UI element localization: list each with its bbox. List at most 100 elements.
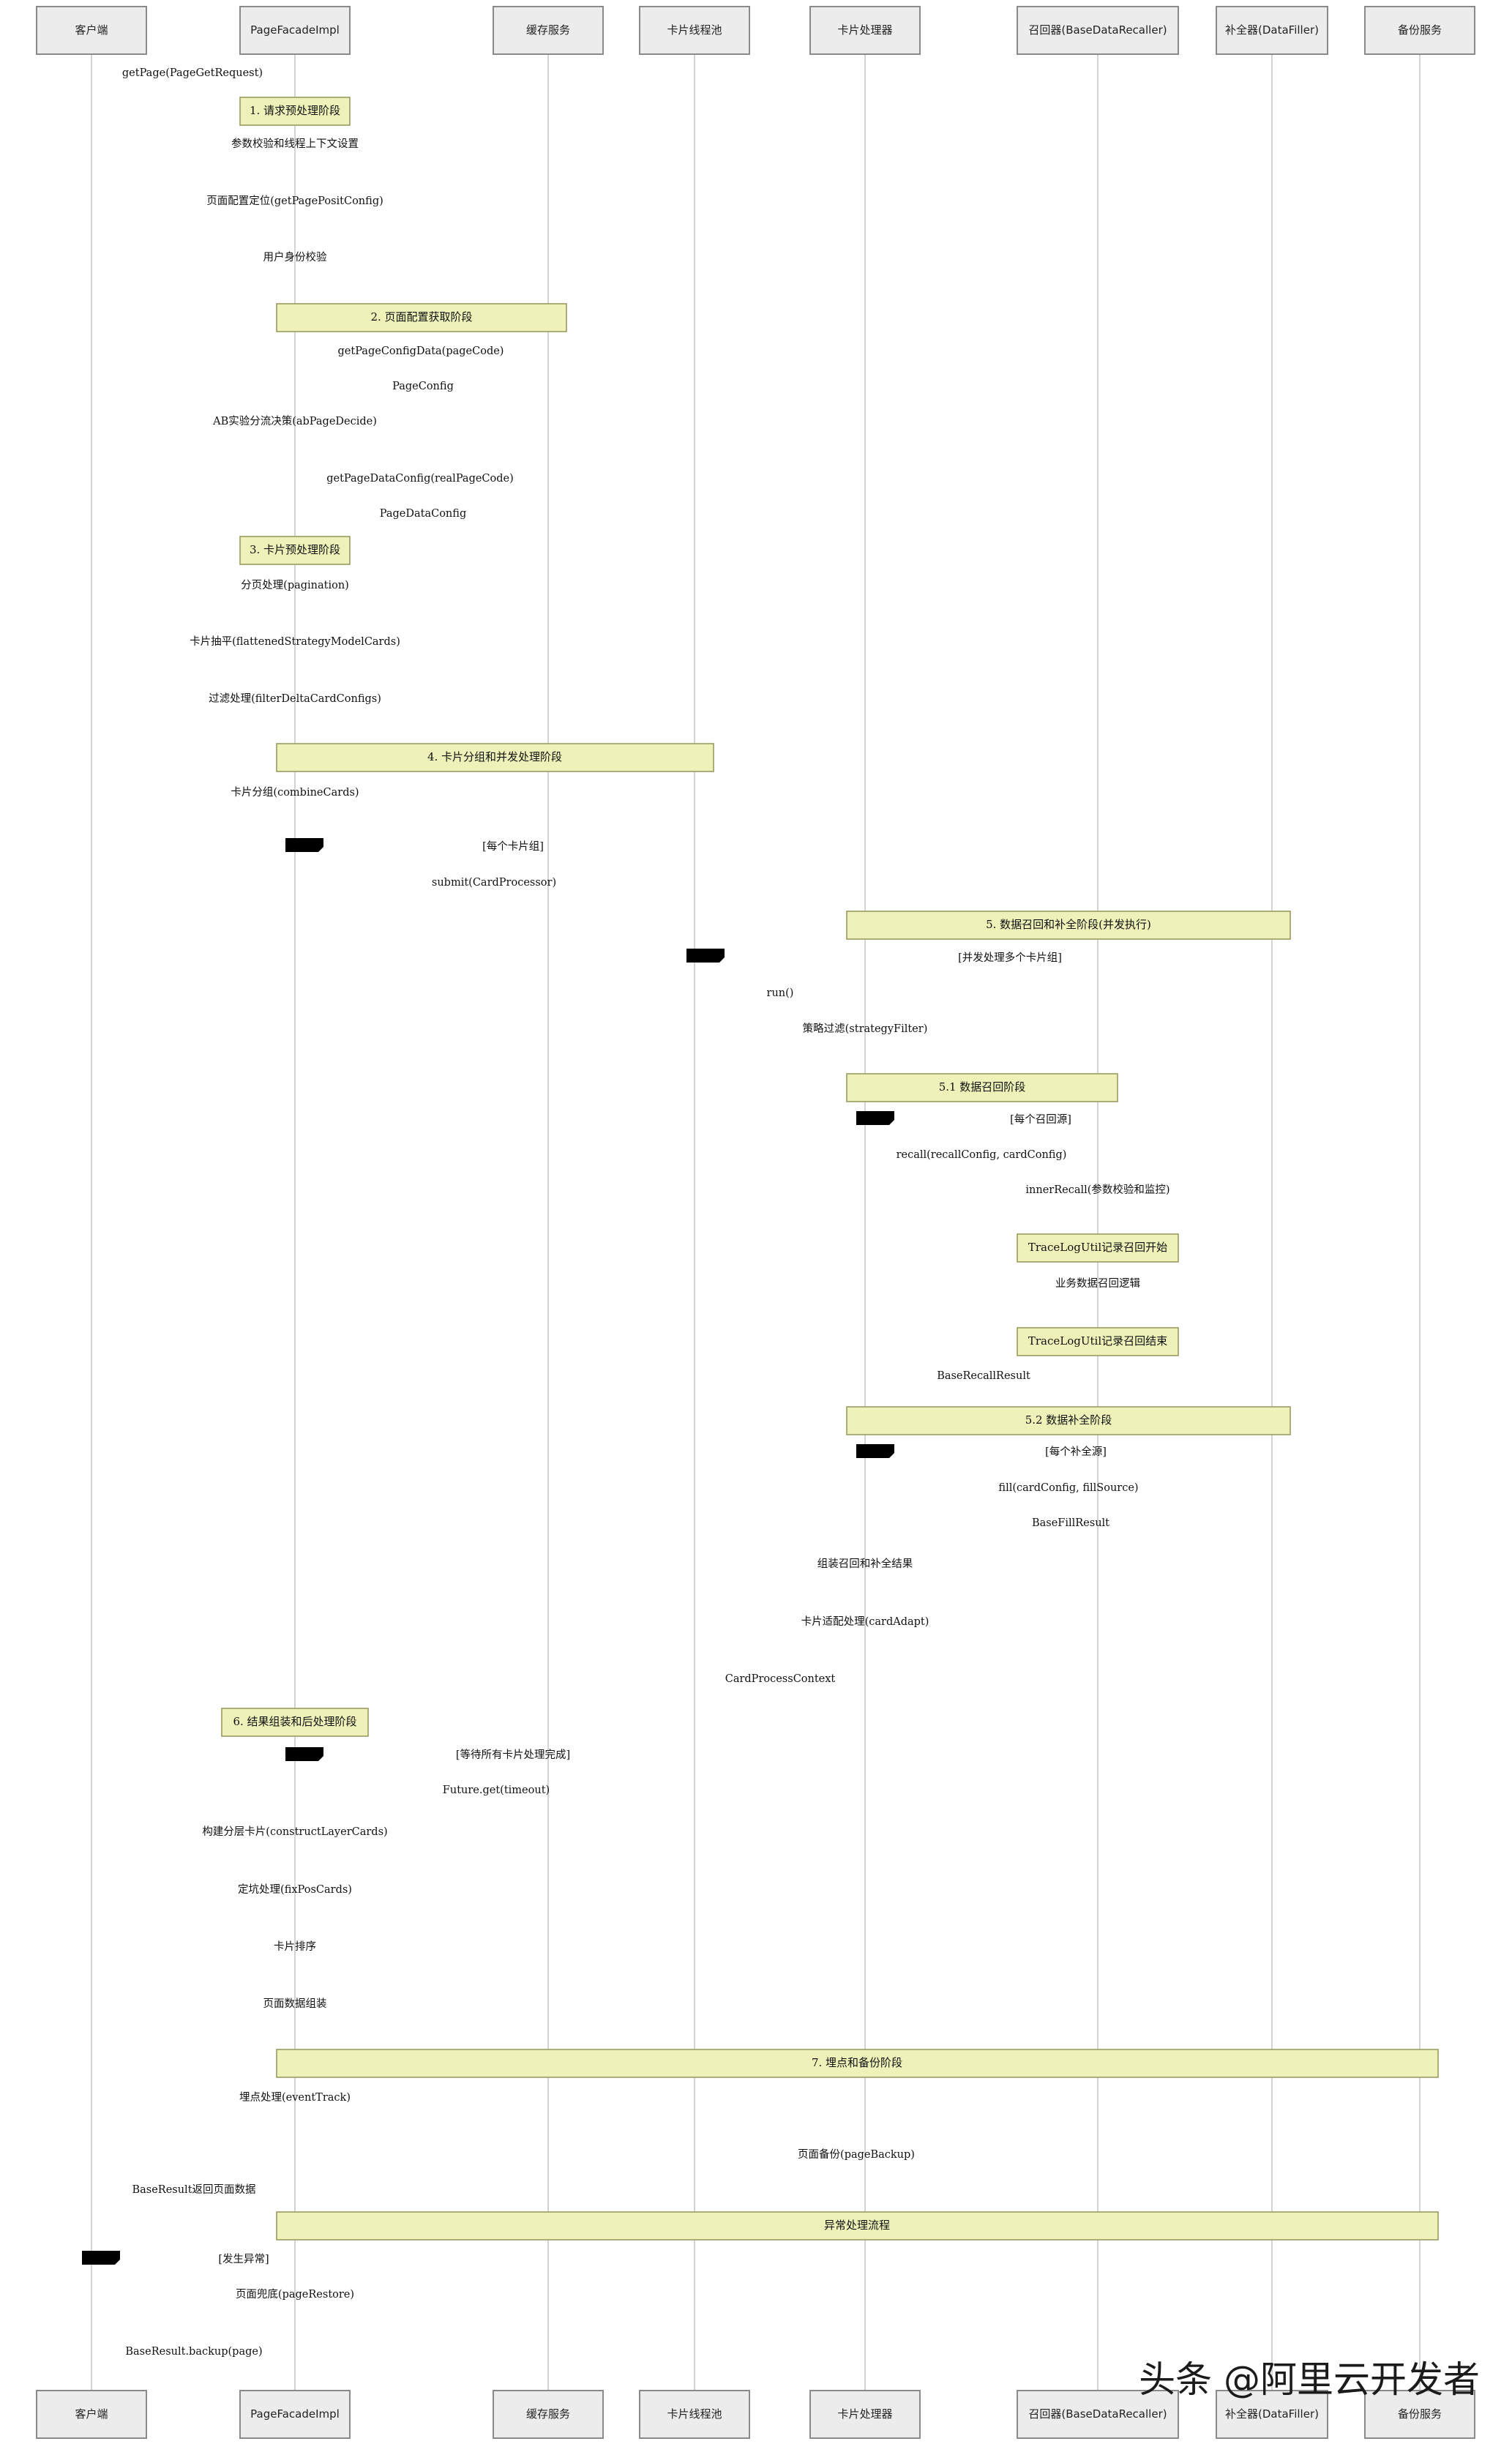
stage-note-trace-end: TraceLogUtil记录召回结束	[1017, 1327, 1179, 1356]
stage-note-tracking-backup: 7. 埋点和备份阶段	[276, 2049, 1439, 2078]
stage-notes: 1. 请求预处理阶段 2. 页面配置获取阶段 3. 卡片预处理阶段 4. 卡片分…	[221, 97, 1439, 2241]
stage-note-result-assembly: 6. 结果组装和后处理阶段	[221, 1708, 369, 1737]
stage-note-label: 3. 卡片预处理阶段	[250, 543, 340, 556]
participant-label: 卡片处理器	[837, 23, 892, 37]
stage-note-recall-fill: 5. 数据召回和补全阶段(并发执行)	[846, 911, 1291, 940]
message-label: PageDataConfig	[380, 508, 466, 520]
stage-note-label: TraceLogUtil记录召回开始	[1028, 1241, 1167, 1254]
message-label: 策略过滤(strategyFilter)	[803, 1023, 928, 1035]
participant-backup-service-bottom: 备份服务	[1364, 2390, 1475, 2439]
stage-note-label: 5.1 数据召回阶段	[939, 1080, 1026, 1094]
participant-filler-bottom: 补全器(DataFiller)	[1216, 2390, 1328, 2439]
stage-note-label: 7. 埋点和备份阶段	[812, 2056, 902, 2069]
loop-tag	[856, 1444, 894, 1458]
participant-label: 缓存服务	[526, 23, 570, 37]
stage-note-label: 2. 页面配置获取阶段	[370, 310, 472, 324]
participant-label: 补全器(DataFiller)	[1225, 23, 1319, 37]
stage-note-card-grouping: 4. 卡片分组和并发处理阶段	[276, 743, 714, 772]
message-label: 定坑处理(fixPosCards)	[238, 1883, 352, 1896]
message-label: 页面兜底(pageRestore)	[236, 2287, 354, 2301]
message-label: Future.get(timeout)	[443, 1785, 550, 1796]
stage-note-page-config: 2. 页面配置获取阶段	[276, 303, 567, 332]
participant-label: 备份服务	[1398, 23, 1442, 37]
participant-label: 补全器(DataFiller)	[1225, 2407, 1319, 2421]
participant-page-facade: PageFacadeImpl	[239, 6, 351, 55]
lifelines	[91, 54, 1421, 2391]
stage-note-label: 4. 卡片分组和并发处理阶段	[427, 750, 562, 763]
stage-note-label: 异常处理流程	[824, 2219, 890, 2232]
par-tag	[686, 949, 725, 963]
message-label: 页面数据组装	[263, 1998, 327, 2010]
message-label: 卡片抽平(flattenedStrategyModelCards)	[190, 635, 400, 648]
alt-condition: [发生异常]	[218, 2253, 269, 2265]
stage-note-request-preprocess: 1. 请求预处理阶段	[239, 97, 351, 126]
message-label: fill(cardConfig, fillSource)	[998, 1482, 1138, 1494]
message-labels: getPage(PageGetRequest) 参数校验和线程上下文设置 页面配…	[122, 67, 1170, 2358]
participant-card-thread-pool: 卡片线程池	[639, 6, 750, 55]
participant-card-processor-bottom: 卡片处理器	[809, 2390, 921, 2439]
participant-cache-service-bottom: 缓存服务	[493, 2390, 604, 2439]
participant-label: 卡片处理器	[837, 2407, 892, 2421]
message-label: 卡片适配处理(cardAdapt)	[801, 1615, 929, 1628]
participant-card-thread-pool-bottom: 卡片线程池	[639, 2390, 750, 2439]
message-label: 过滤处理(filterDeltaCardConfigs)	[209, 692, 381, 705]
fragment-tags	[82, 838, 894, 2265]
stage-note-label: TraceLogUtil记录召回结束	[1028, 1334, 1167, 1348]
participant-label: 客户端	[75, 23, 108, 37]
message-label: 卡片分组(combineCards)	[231, 786, 359, 799]
participant-page-facade-bottom: PageFacadeImpl	[239, 2390, 351, 2439]
participant-label: 卡片线程池	[667, 23, 722, 37]
message-label: BaseRecallResult	[937, 1370, 1030, 1382]
message-label: getPageDataConfig(realPageCode)	[326, 473, 514, 485]
participant-card-processor: 卡片处理器	[809, 6, 921, 55]
participant-client-bottom: 客户端	[36, 2390, 147, 2439]
loop-condition: [等待所有卡片处理完成]	[456, 1748, 570, 1761]
participant-label: PageFacadeImpl	[250, 23, 340, 37]
message-label: 组装召回和补全结果	[817, 1557, 913, 1570]
participants-bottom: 客户端 PageFacadeImpl 缓存服务 卡片线程池 卡片处理器 召回器(…	[36, 2390, 1475, 2439]
message-label: CardProcessContext	[725, 1673, 836, 1685]
message-label: AB实验分流决策(abPageDecide)	[212, 415, 377, 427]
stage-note-exception-flow: 异常处理流程	[276, 2211, 1439, 2241]
message-label: getPageConfigData(pageCode)	[338, 345, 504, 357]
stage-note-label: 6. 结果组装和后处理阶段	[233, 1715, 356, 1728]
message-label: run()	[767, 987, 794, 999]
participant-label: 缓存服务	[526, 2407, 570, 2421]
message-label: 构建分层卡片(constructLayerCards)	[202, 1825, 387, 1838]
loop-condition: [每个召回源]	[1010, 1113, 1071, 1126]
loop-tag	[285, 1747, 323, 1761]
message-label: 页面备份(pageBackup)	[798, 2148, 915, 2161]
message-label: BaseResult.backup(page)	[125, 2346, 262, 2358]
message-label: 埋点处理(eventTrack)	[239, 2091, 351, 2104]
stage-note-trace-start: TraceLogUtil记录召回开始	[1017, 1233, 1179, 1263]
message-label: BaseResult返回页面数据	[132, 2183, 255, 2196]
participant-label: 召回器(BaseDataRecaller)	[1028, 23, 1167, 37]
message-label: recall(recallConfig, cardConfig)	[897, 1149, 1067, 1161]
participant-recaller: 召回器(BaseDataRecaller)	[1017, 6, 1179, 55]
loop-tag	[285, 838, 323, 852]
message-label: BaseFillResult	[1032, 1517, 1109, 1529]
alt-tag	[82, 2251, 120, 2265]
message-label: 卡片排序	[274, 1940, 316, 1953]
stage-note-label: 5.2 数据补全阶段	[1025, 1413, 1112, 1427]
participant-label: 备份服务	[1398, 2407, 1442, 2421]
message-label: innerRecall(参数校验和监控)	[1025, 1184, 1169, 1196]
loop-condition: [每个卡片组]	[482, 840, 544, 853]
message-label: getPage(PageGetRequest)	[122, 67, 263, 79]
loop-condition: [每个补全源]	[1045, 1445, 1107, 1458]
message-label: 参数校验和线程上下文设置	[231, 138, 359, 150]
participant-recaller-bottom: 召回器(BaseDataRecaller)	[1017, 2390, 1179, 2439]
message-label: 业务数据召回逻辑	[1055, 1277, 1140, 1290]
loop-tag	[856, 1111, 894, 1125]
message-label: submit(CardProcessor)	[432, 877, 556, 889]
participant-filler: 补全器(DataFiller)	[1216, 6, 1328, 55]
stage-note-label: 5. 数据召回和补全阶段(并发执行)	[986, 918, 1151, 931]
participant-label: 卡片线程池	[667, 2407, 722, 2421]
message-label: 页面配置定位(getPagePositConfig)	[206, 195, 383, 207]
participant-label: 客户端	[75, 2407, 108, 2421]
message-label: PageConfig	[392, 381, 454, 392]
participant-cache-service: 缓存服务	[493, 6, 604, 55]
participant-label: 召回器(BaseDataRecaller)	[1028, 2407, 1167, 2421]
watermark-text: 头条 @阿里云开发者	[1139, 2358, 1480, 2401]
